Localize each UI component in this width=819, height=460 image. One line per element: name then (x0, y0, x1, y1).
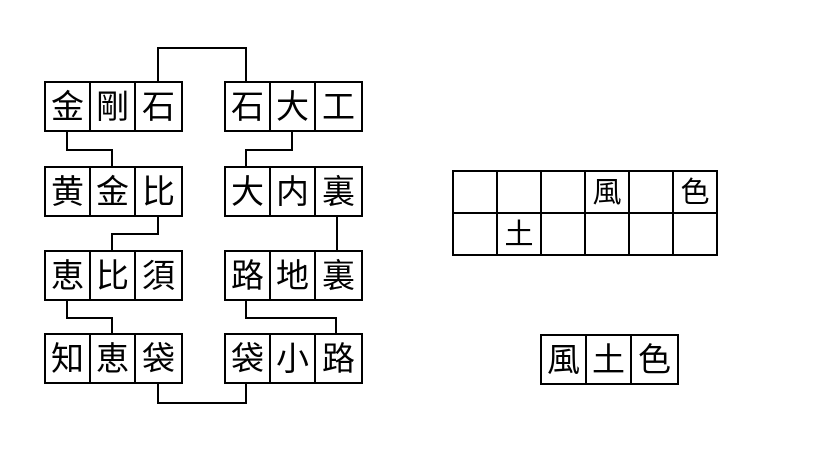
word-box-ebisu[interactable]: 恵 比 須 (44, 250, 183, 301)
word-box-ishidaiku[interactable]: 石 大 工 (224, 81, 363, 132)
answer-grid[interactable]: 風 色 土 (452, 170, 718, 256)
word-box-kongouseki[interactable]: 金 剛 石 (44, 81, 183, 132)
connector-w2-w4-upper-stem (291, 128, 293, 151)
answer-word-box[interactable]: 風 土 色 (540, 334, 679, 385)
word-cell: 小 (271, 335, 316, 382)
connector-w5-w7-upper-stem (66, 297, 68, 319)
connector-w7-w8-right-stem (245, 380, 247, 404)
answer-grid-cell[interactable] (496, 170, 542, 214)
connector-w1-w3-lower-stem (111, 149, 113, 168)
connector-w3-w5-upper-stem (157, 213, 159, 235)
word-cell: 金 (46, 83, 91, 130)
answer-grid-cell[interactable]: 色 (672, 170, 718, 214)
connector-w1-w2-top-span (157, 47, 247, 49)
connector-w7-w8-left-stem (157, 380, 159, 404)
word-box-rojiura[interactable]: 路 地 裏 (224, 250, 363, 301)
connector-w6-w8-span (245, 317, 337, 319)
word-cell: 工 (316, 83, 361, 130)
word-cell: 袋 (136, 335, 181, 382)
answer-grid-cell[interactable] (628, 212, 674, 256)
connector-w6-w8-lower-stem (335, 317, 337, 336)
connector-w5-w7-span (66, 317, 113, 319)
word-box-fukurokouji[interactable]: 袋 小 路 (224, 333, 363, 384)
connector-w6-w8-upper-stem (245, 297, 247, 319)
connector-w1-w2-left-stem (157, 47, 159, 81)
answer-grid-cell[interactable] (628, 170, 674, 214)
answer-grid-row: 土 (452, 212, 718, 256)
answer-word-cell: 色 (632, 336, 677, 383)
answer-grid-cell[interactable] (672, 212, 718, 256)
word-cell: 恵 (46, 252, 91, 299)
answer-grid-cell[interactable]: 風 (584, 170, 630, 214)
word-box-chiebukuro[interactable]: 知 恵 袋 (44, 333, 183, 384)
answer-word-cell: 風 (542, 336, 587, 383)
word-cell: 内 (271, 168, 316, 215)
word-cell: 袋 (226, 335, 271, 382)
word-cell: 地 (271, 252, 316, 299)
word-cell: 石 (136, 83, 181, 130)
word-cell: 裏 (316, 168, 361, 215)
connector-w2-w4-span (245, 149, 293, 151)
word-cell: 金 (91, 168, 136, 215)
answer-grid-cell[interactable] (452, 212, 498, 256)
word-cell: 路 (226, 252, 271, 299)
answer-word-cell: 土 (587, 336, 632, 383)
connector-w7-w8-bottom-span (157, 402, 247, 404)
answer-grid-cell[interactable] (540, 170, 586, 214)
connector-w1-w2-right-stem (245, 47, 247, 81)
word-cell: 剛 (91, 83, 136, 130)
word-cell: 石 (226, 83, 271, 130)
word-cell: 恵 (91, 335, 136, 382)
connector-w4-w6-stem (336, 213, 338, 253)
answer-grid-cell[interactable]: 土 (496, 212, 542, 256)
answer-grid-cell[interactable] (452, 170, 498, 214)
word-cell: 大 (271, 83, 316, 130)
answer-grid-row: 風 色 (452, 170, 718, 214)
word-cell: 裏 (316, 252, 361, 299)
answer-grid-cell[interactable] (584, 212, 630, 256)
word-box-ougonhi[interactable]: 黄 金 比 (44, 166, 183, 217)
connector-w3-w5-span (111, 233, 159, 235)
connector-w3-w5-lower-stem (111, 233, 113, 253)
word-cell: 黄 (46, 168, 91, 215)
word-cell: 比 (91, 252, 136, 299)
connector-w1-w3-upper-stem (66, 128, 68, 151)
word-box-daidairi[interactable]: 大 内 裏 (224, 166, 363, 217)
word-cell: 須 (136, 252, 181, 299)
word-cell: 路 (316, 335, 361, 382)
answer-grid-cell[interactable] (540, 212, 586, 256)
connector-w1-w3-span (66, 149, 113, 151)
word-cell: 比 (136, 168, 181, 215)
word-cell: 大 (226, 168, 271, 215)
word-cell: 知 (46, 335, 91, 382)
connector-w5-w7-lower-stem (111, 317, 113, 336)
connector-w2-w4-lower-stem (245, 149, 247, 168)
